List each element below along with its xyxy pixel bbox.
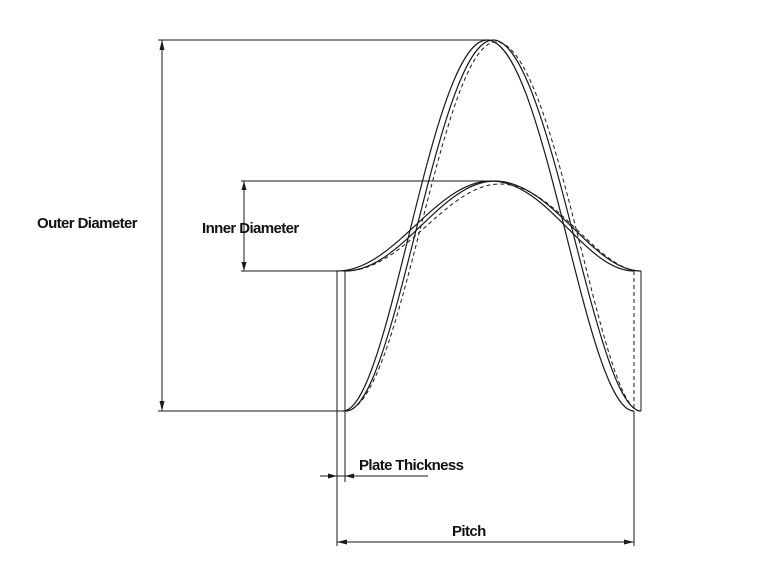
- pitch-dimension: Pitch: [337, 523, 634, 545]
- inner-wave-back-curve: [344, 180, 642, 272]
- inner-wave-hidden-curve: [344, 183, 642, 272]
- outer-diameter-label: Outer Diameter: [37, 215, 138, 232]
- plate-edges: [336, 271, 642, 546]
- outer-wave: [342, 39, 642, 412]
- inner-wave: [336, 180, 642, 272]
- plate-thickness-label: Plate Thickness: [359, 457, 464, 474]
- outer-diameter-arrow-bottom: [159, 401, 165, 411]
- inner-diameter-arrow-top: [241, 181, 247, 190]
- inner-diameter-label: Inner Diameter: [202, 220, 299, 237]
- pitch-label: Pitch: [452, 523, 486, 540]
- outer-wave-front-curve: [342, 39, 635, 412]
- plate-thickness-arrow-left: [328, 473, 337, 479]
- inner-wave-front-curve: [336, 180, 635, 272]
- outer-diameter-dimension: Outer Diameter: [37, 39, 490, 412]
- inner-diameter-dimension: Inner Diameter: [202, 180, 494, 272]
- plate-thickness-arrow-right: [345, 473, 354, 479]
- outer-diameter-arrow-top: [159, 40, 165, 50]
- inner-diameter-arrow-bottom: [241, 262, 247, 271]
- pitch-arrow-right: [624, 539, 634, 545]
- plate-thickness-dimension: Plate Thickness: [320, 457, 464, 479]
- outer-wave-hidden-curve: [344, 41, 641, 412]
- pitch-arrow-left: [337, 539, 347, 545]
- outer-wave-back-curve: [345, 39, 642, 412]
